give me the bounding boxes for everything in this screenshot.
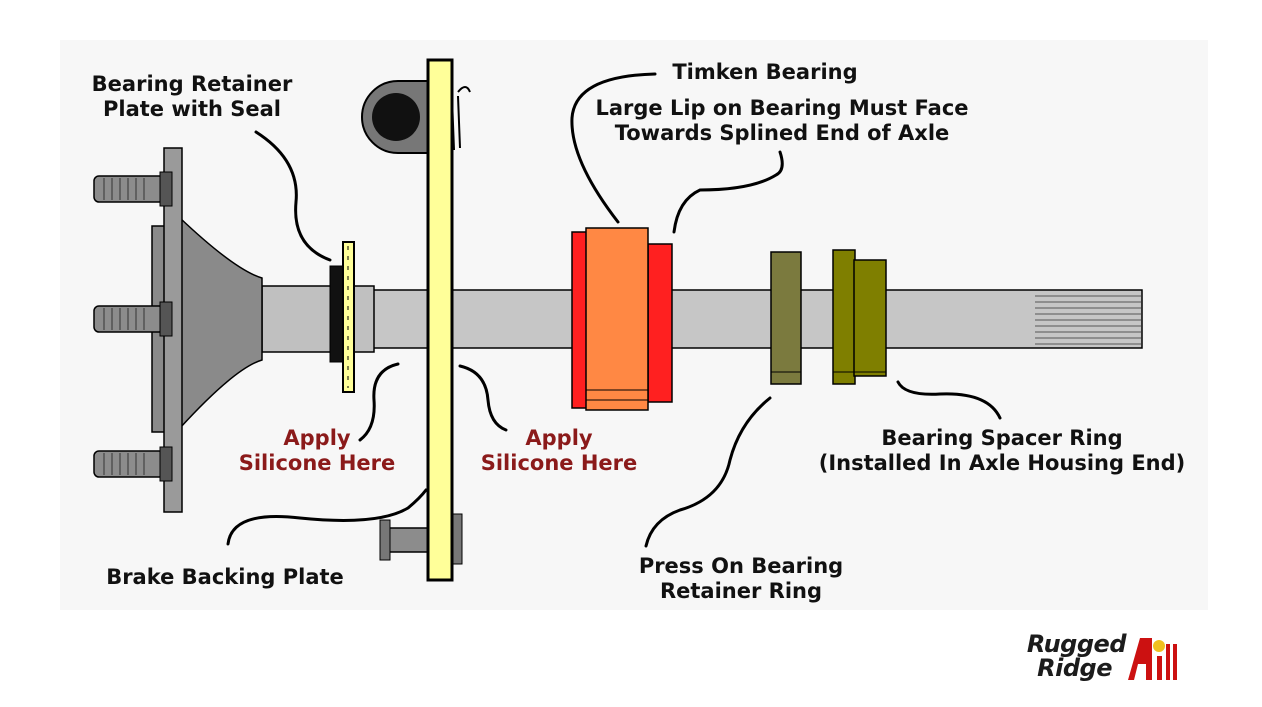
leader-spacer-ring bbox=[896, 380, 1002, 420]
hub-cone bbox=[179, 216, 263, 430]
timken-bearing bbox=[571, 227, 673, 411]
leader-apply-left bbox=[358, 362, 400, 442]
brake-backing-plate bbox=[426, 58, 454, 582]
wheel-stud-middle bbox=[93, 301, 173, 337]
leader-lip-note bbox=[672, 150, 784, 234]
label-apply-silicone-left: Apply Silicone Here bbox=[238, 426, 396, 475]
label-lip-note: Large Lip on Bearing Must Face Towards S… bbox=[595, 96, 969, 145]
backing-plate-clip bbox=[451, 86, 471, 151]
brand-mark-icon bbox=[1128, 638, 1177, 680]
axle-splines bbox=[1035, 295, 1141, 345]
wheel-stud-bottom bbox=[93, 446, 173, 482]
brand-wordmark: Rugged Ridge bbox=[1026, 630, 1127, 682]
leader-retainer-plate bbox=[254, 130, 332, 262]
press-on-retainer-ring bbox=[770, 251, 802, 385]
leader-apply-right bbox=[458, 364, 508, 432]
leader-press-on-ring bbox=[644, 396, 772, 548]
wheel-studs bbox=[93, 171, 173, 482]
axle-neck bbox=[261, 285, 375, 353]
rugged-ridge-logo: Rugged Ridge bbox=[986, 630, 1186, 686]
axle-shaft bbox=[261, 289, 1143, 349]
label-apply-silicone-right: Apply Silicone Here bbox=[480, 426, 638, 475]
label-press-on-retainer-ring: Press On Bearing Retainer Ring bbox=[638, 554, 844, 603]
label-brake-backing-plate: Brake Backing Plate bbox=[106, 565, 344, 589]
label-timken-bearing: Timken Bearing bbox=[672, 60, 858, 84]
label-bearing-retainer-plate: Bearing Retainer Plate with Seal bbox=[91, 72, 293, 121]
bearing-spacer-ring bbox=[832, 249, 887, 385]
label-bearing-spacer-ring: Bearing Spacer Ring (Installed In Axle H… bbox=[818, 426, 1186, 475]
retainer-seal bbox=[329, 265, 345, 363]
leader-brake-plate bbox=[226, 488, 428, 546]
wheel-stud-top bbox=[93, 171, 173, 207]
leader-timken-bearing bbox=[570, 72, 657, 224]
